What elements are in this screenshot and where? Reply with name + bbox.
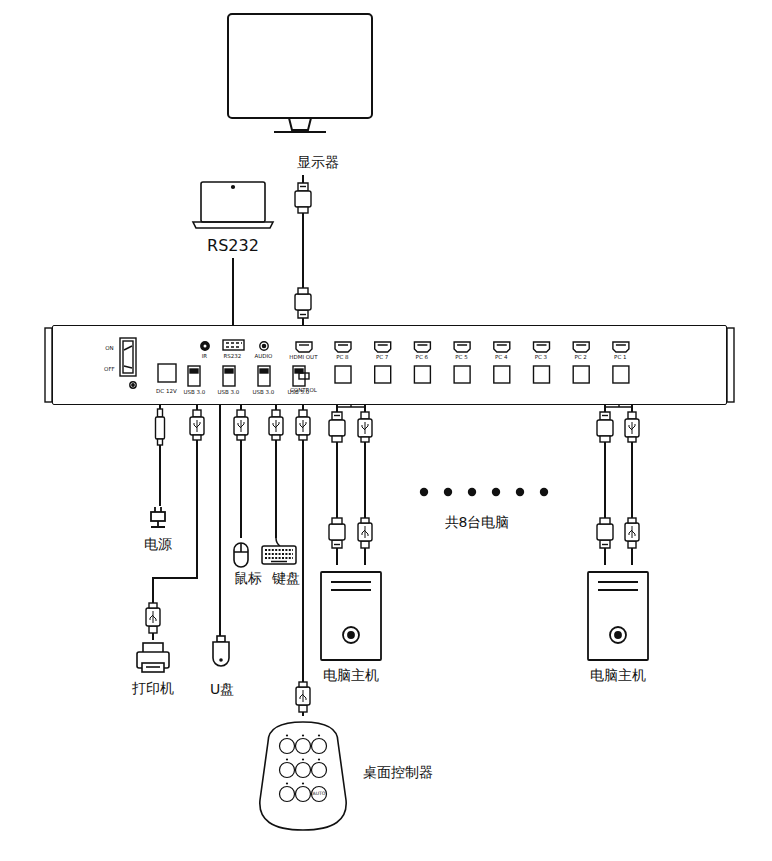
pc-node: 电脑主机 <box>305 565 395 687</box>
usb-drive-icon <box>213 636 229 666</box>
port-label: PC 5 <box>455 354 467 360</box>
kvm-panel <box>45 328 734 402</box>
laptop-node: RS232 <box>188 178 278 258</box>
usb-plug <box>269 410 283 440</box>
controller-icon <box>260 722 346 830</box>
port-label: CONTROL <box>290 387 317 393</box>
usb-plug <box>296 682 310 712</box>
usb-plug <box>190 410 204 440</box>
usb-plug <box>296 410 310 440</box>
keyboard-node: 键盘 <box>266 538 306 590</box>
device-label: 电脑主机 <box>323 668 379 683</box>
power-node: 电源 <box>133 506 185 560</box>
pc-node: 电脑主机 <box>575 565 665 687</box>
usb-plug <box>358 518 372 548</box>
printer-icon <box>137 643 169 672</box>
port-label: PC 2 <box>574 354 586 360</box>
port-label: USB 3.0 <box>183 389 205 395</box>
kvm-switch-node: ON OFF DC 12V IR RS232 AUDIO USB 3.0 USB 3.0 USB… <box>52 325 727 405</box>
port-label: HDMI OUT <box>289 354 317 360</box>
port-label: OFF <box>104 366 115 372</box>
cable-bracket <box>337 405 632 411</box>
device-label: 桌面控制器 <box>363 765 433 780</box>
note-label: 共8台电脑 <box>445 515 510 530</box>
hdmi-plug <box>597 412 613 442</box>
laptop-icon <box>193 182 273 228</box>
cable-line <box>232 258 234 325</box>
usb-drive-node: U盘 <box>200 636 246 702</box>
device-label: 鼠标 <box>234 571 262 586</box>
usb-plug <box>234 410 248 440</box>
mouse-node: 鼠标 <box>222 538 266 590</box>
device-label: U盘 <box>210 682 234 697</box>
port-label: RS232 <box>223 353 241 359</box>
mouse-icon <box>234 543 248 567</box>
controller-node: 桌面控制器 AUTO <box>255 716 465 834</box>
cable-line <box>219 405 221 636</box>
device-label: 显示器 <box>297 155 339 170</box>
cable-line <box>302 405 304 716</box>
device-label: 打印机 <box>132 681 174 696</box>
port-label: IR <box>202 353 207 359</box>
usb-plug <box>625 412 639 442</box>
hdmi-plug <box>295 183 311 213</box>
port-label: PC 3 <box>535 354 547 360</box>
cable-line <box>153 405 197 640</box>
device-label: AUTO <box>313 791 326 796</box>
printer-node: 打印机 <box>120 640 186 702</box>
hdmi-plug <box>329 412 345 442</box>
pc-tower-icon <box>588 572 648 660</box>
usb-plug <box>625 518 639 548</box>
port-label: USB 3.0 <box>252 389 274 395</box>
hdmi-plug <box>295 288 311 318</box>
dc-plug <box>156 409 165 445</box>
pc-tower-icon <box>321 572 381 660</box>
port-label: USB 3.0 <box>217 389 239 395</box>
port-label: PC 4 <box>495 354 507 360</box>
hdmi-plug <box>329 518 345 548</box>
hdmi-plug <box>597 518 613 548</box>
monitor-icon <box>228 14 372 132</box>
port-label: DC 12V <box>156 388 177 394</box>
port-label: PC 8 <box>336 354 348 360</box>
device-label: 电脑主机 <box>590 668 646 683</box>
usb-plug <box>146 603 160 633</box>
device-label: 电源 <box>144 537 172 552</box>
ellipsis-dots <box>420 488 548 496</box>
keyboard-icon <box>262 538 296 564</box>
usb-plug <box>358 412 372 442</box>
power-plug-icon <box>151 507 165 527</box>
port-label: PC 7 <box>376 354 388 360</box>
device-label: 键盘 <box>272 571 300 586</box>
port-label: AUDIO <box>254 353 272 359</box>
monitor-node: 显示器 <box>226 10 374 175</box>
port-label: PC 6 <box>416 354 428 360</box>
port-label: ON <box>105 345 113 351</box>
port-label: PC 1 <box>614 354 626 360</box>
device-label: RS232 <box>207 237 259 255</box>
